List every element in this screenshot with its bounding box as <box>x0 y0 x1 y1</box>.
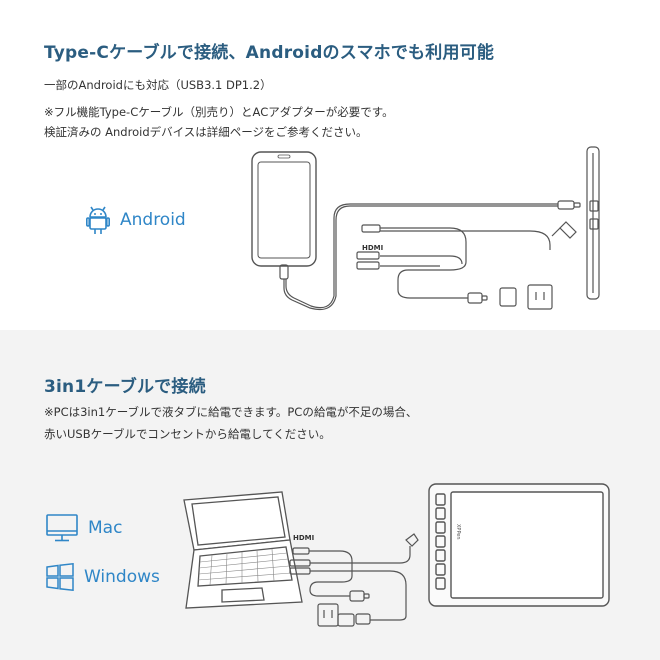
android-support-text: 一部のAndroidにも対応（USB3.1 DP1.2） <box>44 78 272 92</box>
3in1-cable-diagram: HDMI <box>289 533 419 627</box>
pen-display-illustration: XPPen <box>428 483 610 607</box>
hdmi-text-bottom: HDMI <box>293 534 314 542</box>
requirement-note: ※フル機能Type-Cケーブル（別売り）とACアダプターが必要です。 <box>44 105 394 119</box>
tablet-side-illustration <box>586 146 600 300</box>
power-note: ※PCは3in1ケーブルで液タブに給電できます。PCの給電が不足の場合、 <box>44 405 418 419</box>
android-section: Type-Cケーブルで接続、Androidのスマホでも利用可能 一部のAndro… <box>44 43 600 311</box>
verified-devices-note: 検証済みの Androidデバイスは詳細ページをご参考ください。 <box>44 125 368 139</box>
windows-label: Windows <box>84 567 160 587</box>
android-cable-diagram: HDMI <box>279 200 581 311</box>
section-title-android: Type-Cケーブルで接続、Androidのスマホでも利用可能 <box>44 43 495 63</box>
windows-os-label: Windows <box>46 563 160 591</box>
section-title-3in1: 3in1ケーブルで接続 <box>44 377 206 397</box>
usb-power-note: 赤いUSBケーブルでコンセントから給電してください。 <box>44 427 331 441</box>
mac-os-label: Mac <box>46 514 122 542</box>
android-icon <box>86 205 110 235</box>
windows-icon <box>46 563 74 591</box>
monitor-icon <box>46 514 78 542</box>
android-label: Android <box>120 210 186 230</box>
brand-logo-text: XPPen <box>455 524 461 540</box>
laptop-illustration <box>183 491 303 609</box>
android-os-label: Android <box>86 205 186 235</box>
3in1-section: 3in1ケーブルで接続 ※PCは3in1ケーブルで液タブに給電できます。PCの給… <box>0 330 660 660</box>
hdmi-text-top: HDMI <box>362 244 383 252</box>
smartphone-illustration <box>251 151 317 267</box>
mac-label: Mac <box>88 518 123 538</box>
